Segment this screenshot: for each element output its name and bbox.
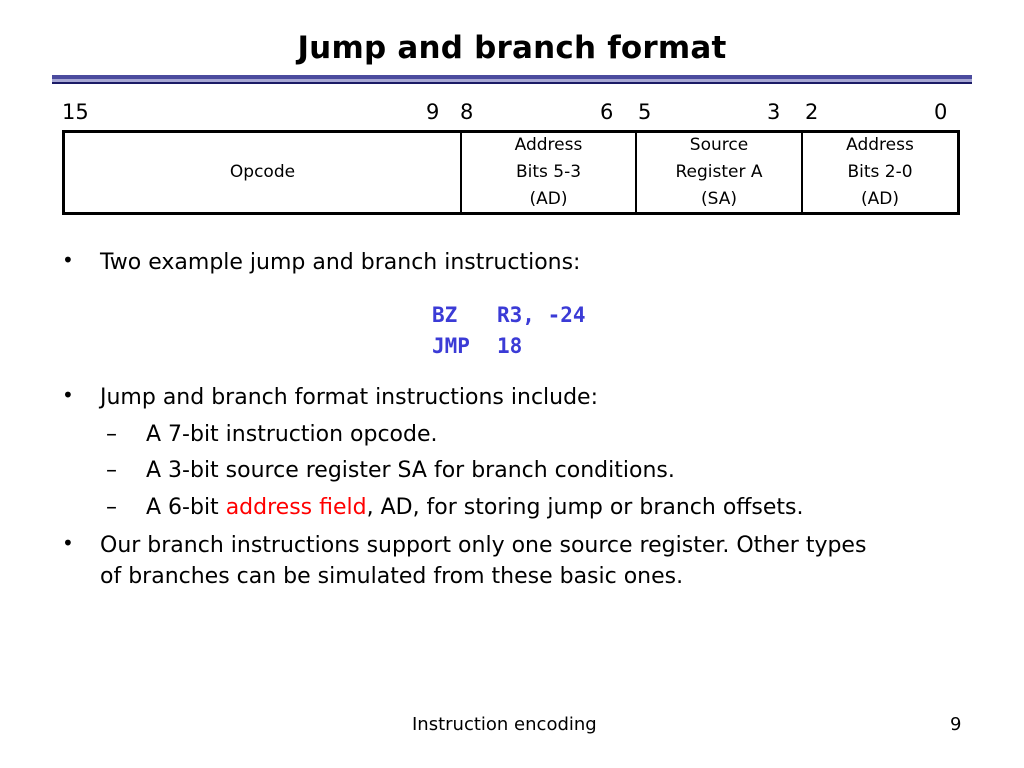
- field-line: (AD): [529, 189, 568, 209]
- field-line: (AD): [861, 189, 899, 209]
- bullet-dot-icon: •: [62, 531, 74, 555]
- bit-6-label: 6: [600, 100, 614, 124]
- bit-9-label: 9: [426, 100, 440, 124]
- field-source-register: Source Register A (SA): [635, 133, 801, 212]
- title-rule-highlight: [52, 79, 972, 82]
- code-line: JMP 18: [432, 331, 522, 361]
- field-line: Bits 5-3: [515, 162, 582, 182]
- dash-icon: –: [106, 458, 117, 483]
- field-line: Address: [846, 135, 914, 155]
- sub-item-text: A 3-bit source register SA for branch co…: [146, 458, 675, 483]
- bullet-text: Jump and branch format instructions incl…: [100, 385, 599, 410]
- bullet-text: Two example jump and branch instructions…: [100, 250, 581, 275]
- bit-8-label: 8: [460, 100, 474, 124]
- code-args: R3, -24: [497, 303, 586, 327]
- bullet-dot-icon: •: [62, 248, 74, 272]
- bit-15-label: 15: [62, 100, 89, 124]
- bit-3-label: 3: [767, 100, 781, 124]
- slide-title: Jump and branch format: [297, 30, 727, 66]
- page-number: 9: [950, 714, 962, 735]
- bit-5-label: 5: [638, 100, 652, 124]
- field-address-high: Address Bits 5-3 (AD): [460, 133, 635, 212]
- field-opcode-label: Opcode: [229, 162, 296, 182]
- dash-icon: –: [106, 495, 117, 520]
- field-line: Source: [689, 135, 749, 155]
- bullet-dot-icon: •: [62, 383, 74, 407]
- field-line: (SA): [700, 189, 737, 209]
- field-opcode: Opcode: [65, 133, 460, 212]
- sub-item-text: A 7-bit instruction opcode.: [146, 422, 438, 447]
- field-address-low: Address Bits 2-0 (AD): [801, 133, 957, 212]
- sub-item-suffix: , AD, for storing jump or branch offsets…: [366, 495, 804, 520]
- dash-icon: –: [106, 422, 117, 447]
- title-rule: [52, 75, 972, 79]
- field-line: Bits 2-0: [847, 162, 913, 182]
- bullet-text: Our branch instructions support only one…: [100, 533, 867, 558]
- title-rule-shadow: [52, 82, 972, 84]
- sub-item-text: A 6-bit address field, AD, for storing j…: [146, 493, 804, 523]
- instruction-format-table: Opcode Address Bits 5-3 (AD) Source Regi…: [62, 130, 960, 215]
- field-line: Address: [514, 135, 583, 155]
- sub-item-prefix: A 6-bit: [146, 495, 226, 520]
- code-op: JMP: [432, 334, 470, 358]
- bit-0-label: 0: [934, 100, 948, 124]
- code-args: 18: [497, 334, 523, 358]
- bullet-text-continued: of branches can be simulated from these …: [100, 564, 684, 589]
- bit-2-label: 2: [805, 100, 819, 124]
- code-op: BZ: [432, 303, 458, 327]
- footer-label: Instruction encoding: [412, 714, 597, 735]
- field-line: Register A: [675, 162, 763, 182]
- code-line: BZ R3, -24: [432, 300, 586, 330]
- highlighted-term: address field: [225, 495, 367, 520]
